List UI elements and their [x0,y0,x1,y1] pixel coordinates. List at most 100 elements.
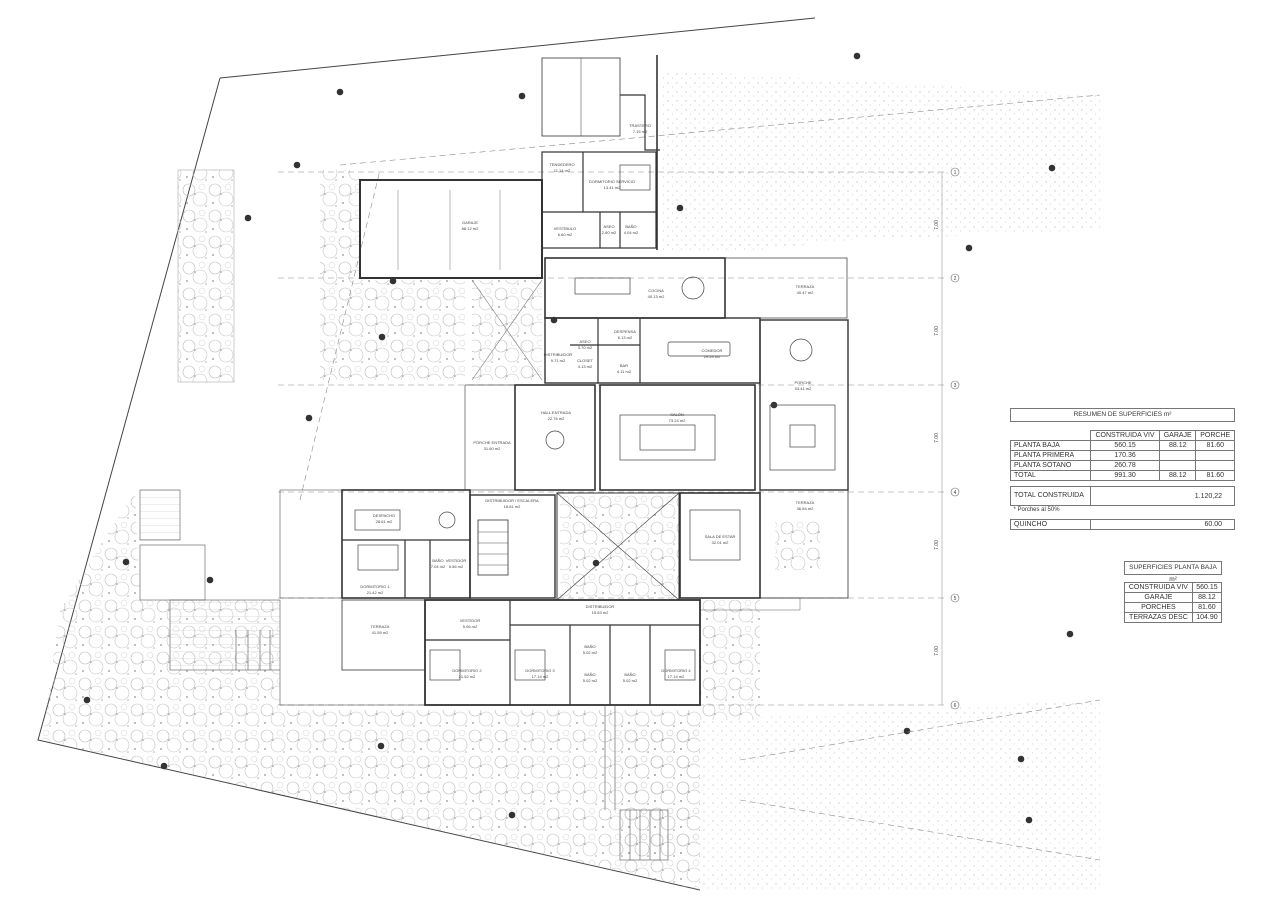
room-dormitorio-3: DORMITORIO 3 [525,668,555,673]
room-despacho-area: 28.61 m2 [376,519,393,524]
resumen-header-porche: PORCHE [1195,430,1235,441]
room-sala-de-estar-area: 32.01 m2 [712,540,729,545]
tree-markers [83,52,1074,824]
dimension-1: 7.00 [934,220,940,230]
room-bano-4: BAÑO [624,672,635,677]
room-bar: BAR [620,363,628,368]
resumen-grid: CONSTRUIDA VIV GARAJE PORCHE PLANTA BAJA… [1009,430,1235,530]
table-row: GARAJE 88.12 [1124,592,1223,603]
row-garaje: 88.12 [1158,440,1197,451]
table-row: PLANTA BAJA 560.15 88.12 81.60 [1009,440,1235,451]
table-row: TERRAZAS DESC 104.90 [1124,612,1223,623]
quincho-value: 60.00 [1090,519,1235,530]
row-construida: 170.36 [1090,450,1160,461]
room-trastero-area: 7.15 m2 [633,129,648,134]
furniture [354,164,836,681]
room-distribuidor-2-area: 18.81 m2 [504,504,521,509]
room-vestibulo-servicio-area: 6.60 m2 [558,232,573,237]
room-comedor: COMEDOR [702,348,723,353]
room-hall-entrada: HALL ENTRADA [541,410,571,415]
row-label: TERRAZAS DESC [1124,612,1193,623]
row-value: 81.60 [1191,602,1223,613]
porches-note: * Porches al 50% [1013,507,1060,513]
table-row: PORCHES 81.60 [1124,602,1223,613]
room-aseo-servicio: ASEO [603,224,614,229]
room-terraza-1: TERRAZA [796,284,815,289]
room-bano-1: BAÑO [432,558,443,563]
table-row: PLANTA SÓTANO 260.78 [1009,460,1235,471]
row-label: TOTAL [1009,470,1092,481]
room-distribuidor-3-area: 15.63 m2 [592,610,609,615]
room-porche-1-area: 53.41 m2 [795,386,812,391]
row-label: PLANTA PRIMERA [1009,450,1092,461]
row-label: PORCHES [1124,602,1193,613]
room-garaje-area: 88.12 m2 [462,226,479,231]
room-terraza-2-area: 36.84 m2 [797,506,814,511]
axis-label-6: 6 [954,703,957,709]
dimension-4: 7.00 [934,540,940,550]
plot-boundary [37,17,816,891]
row-garaje [1158,450,1197,461]
room-salon-area: 73.24 m2 [669,418,686,423]
row-porche: 81.60 [1195,440,1235,451]
room-aseo-servicio-area: 2.80 m2 [602,230,617,235]
room-despensa: DESPENSA [614,329,636,334]
total-construida-value: 1.120,22 [1090,486,1235,506]
superficies-planta-baja-table: SUPERFICIES PLANTA BAJA m² CONSTRUIDA VI… [1124,561,1223,623]
room-labels: TRASTERO 7.15 m2 TENDEDERO 11.14 m2 DORM… [360,123,814,683]
room-closet: CLOSET [577,358,594,363]
room-dormitorio-1-area: 21.42 m2 [367,590,384,595]
room-garaje: GARAJE [462,220,478,225]
row-label: GARAJE [1124,592,1193,603]
total-construida-label: TOTAL CONSTRUIDA [1009,486,1092,506]
row-porche: 81.60 [1195,470,1235,481]
room-cocina-area: 40.13 m2 [648,294,665,299]
room-bar-area: 4.11 m2 [617,369,632,374]
room-tendedero-area: 11.14 m2 [554,168,571,173]
room-vestidor-1: VESTIDOR [446,558,467,563]
room-dormitorio-4: DORMITORIO 4 [661,668,691,673]
axis-label-2: 2 [954,276,957,282]
room-aseo-area: 3.70 m2 [578,345,593,350]
room-dorm-servicio-area: 13.41 m2 [604,185,621,190]
room-bano-2-area: 5.02 m2 [583,650,598,655]
resumen-title: RESUMEN DE SUPERFICIES m² [1010,408,1235,422]
room-terraza-3-area: 41.59 m2 [372,630,389,635]
resumen-header-construida: CONSTRUIDA VIV [1090,430,1160,441]
resumen-header-row: CONSTRUIDA VIV GARAJE PORCHE [1011,430,1235,441]
room-trastero: TRASTERO [629,123,651,128]
row-value: 560.15 [1191,582,1223,593]
room-bano-servicio: BAÑO [625,224,636,229]
room-bano-1-area: 7.04 m2 [431,564,446,569]
row-label: PLANTA BAJA [1009,440,1092,451]
dimension-5: 7.00 [934,646,940,656]
stairs-and-decks [139,190,669,861]
room-vestidor-2: VESTIDOR [460,618,481,623]
room-dormitorio-4-area: 17.14 m2 [668,674,685,679]
room-distribuidor-1-area: 9.71 m2 [551,358,566,363]
quincho-row: QUINCHO 60.00 [1009,519,1235,530]
room-sala-de-estar: SALA DE ESTAR [705,534,736,539]
table-row: CONSTRUIDA VIV 560.15 [1124,582,1223,593]
axis-label-3: 3 [954,383,957,389]
room-dorm-servicio: DORMITORIO SERVICIO [589,179,635,184]
superficies-pb-title: SUPERFICIES PLANTA BAJA m² [1124,561,1222,583]
row-garaje [1158,460,1197,471]
room-distribuidor-2: DISTRIBUIDOR / ESCALERA [485,498,539,503]
room-closet-area: 4.13 m2 [578,364,593,369]
room-distribuidor-1: DISTRIBUIDOR [544,352,573,357]
room-bano-3: BAÑO [584,672,595,677]
room-terraza-3: TERRAZA [371,624,390,629]
row-value: 88.12 [1191,592,1223,603]
room-dormitorio-3-area: 17.14 m2 [532,674,549,679]
room-terraza-1-area: 40.47 m2 [797,290,814,295]
row-construida: 560.15 [1090,440,1160,451]
room-bano-2: BAÑO [584,644,595,649]
quincho-label: QUINCHO [1009,519,1092,530]
resumen-superficies-table: RESUMEN DE SUPERFICIES m² CONSTRUIDA VIV… [1009,408,1235,530]
dimension-3: 7.00 [934,433,940,443]
room-aseo: ASEO [579,339,590,344]
building-walls [279,55,849,706]
axis-label-1: 1 [954,170,957,176]
